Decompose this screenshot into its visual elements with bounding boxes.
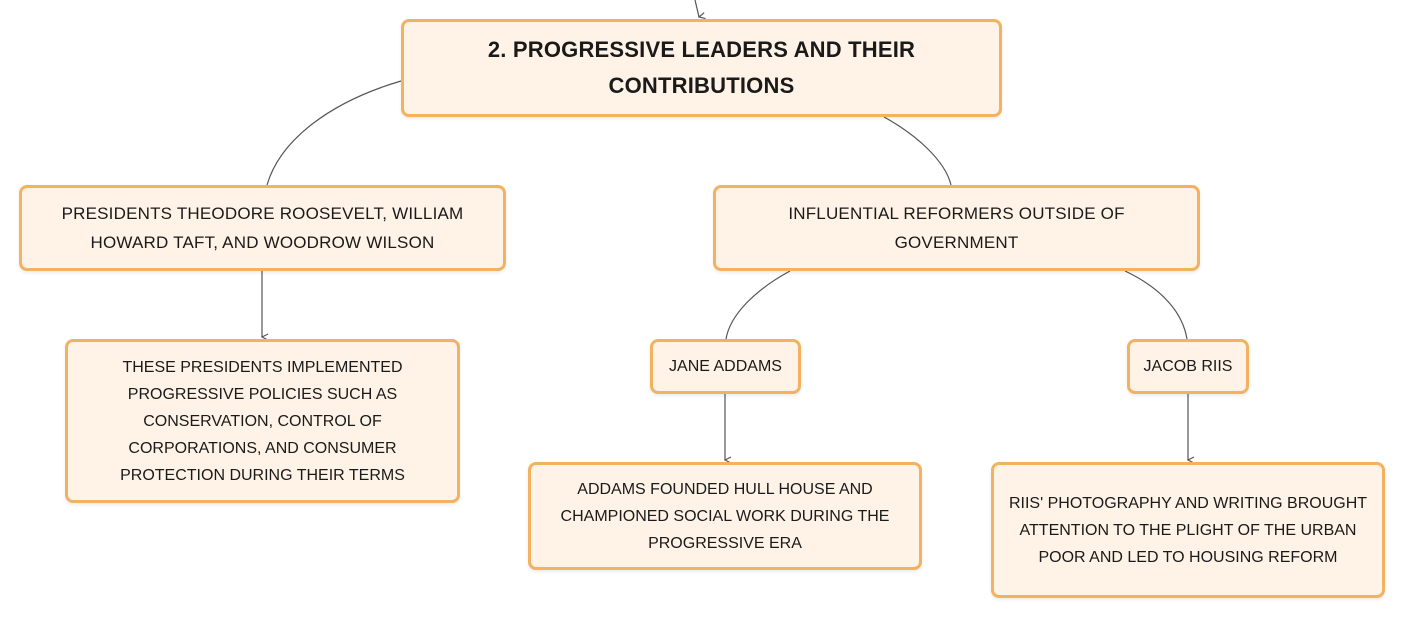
presidents-label: PRESIDENTS THEODORE ROOSEVELT, WILLIAM H… xyxy=(61,204,464,252)
connector-root-to-presidents xyxy=(266,80,402,186)
reformers-node[interactable]: INFLUENTIAL REFORMERS OUTSIDE OF GOVERNM… xyxy=(713,185,1200,271)
riis-description-node[interactable]: RIIS' PHOTOGRAPHY AND WRITING BROUGHT AT… xyxy=(991,462,1385,598)
addams-description-label: ADDAMS FOUNDED HULL HOUSE AND CHAMPIONED… xyxy=(560,480,890,552)
presidents-node[interactable]: PRESIDENTS THEODORE ROOSEVELT, WILLIAM H… xyxy=(19,185,506,271)
connector-incoming-root xyxy=(694,0,699,17)
presidents-description-node[interactable]: THESE PRESIDENTS IMPLEMENTED PROGRESSIVE… xyxy=(65,339,460,503)
jane-addams-label: JANE ADDAMS xyxy=(669,357,782,375)
root-topic-label: 2. PROGRESSIVE LEADERS AND THEIR CONTRIB… xyxy=(487,37,916,98)
presidents-description-label: THESE PRESIDENTS IMPLEMENTED PROGRESSIVE… xyxy=(120,358,405,484)
addams-description-node[interactable]: ADDAMS FOUNDED HULL HOUSE AND CHAMPIONED… xyxy=(528,462,922,570)
jacob-riis-node[interactable]: JACOB RIIS xyxy=(1127,339,1249,394)
riis-description-label: RIIS' PHOTOGRAPHY AND WRITING BROUGHT AT… xyxy=(1008,494,1368,566)
jacob-riis-label: JACOB RIIS xyxy=(1143,357,1233,375)
root-topic-node[interactable]: 2. PROGRESSIVE LEADERS AND THEIR CONTRIB… xyxy=(401,19,1002,117)
jane-addams-node[interactable]: JANE ADDAMS xyxy=(650,339,801,394)
connector-reformers-to-addams xyxy=(725,270,791,340)
reformers-label: INFLUENTIAL REFORMERS OUTSIDE OF GOVERNM… xyxy=(788,204,1125,252)
connector-root-to-reformers xyxy=(883,116,952,186)
connector-reformers-to-riis xyxy=(1124,270,1188,340)
